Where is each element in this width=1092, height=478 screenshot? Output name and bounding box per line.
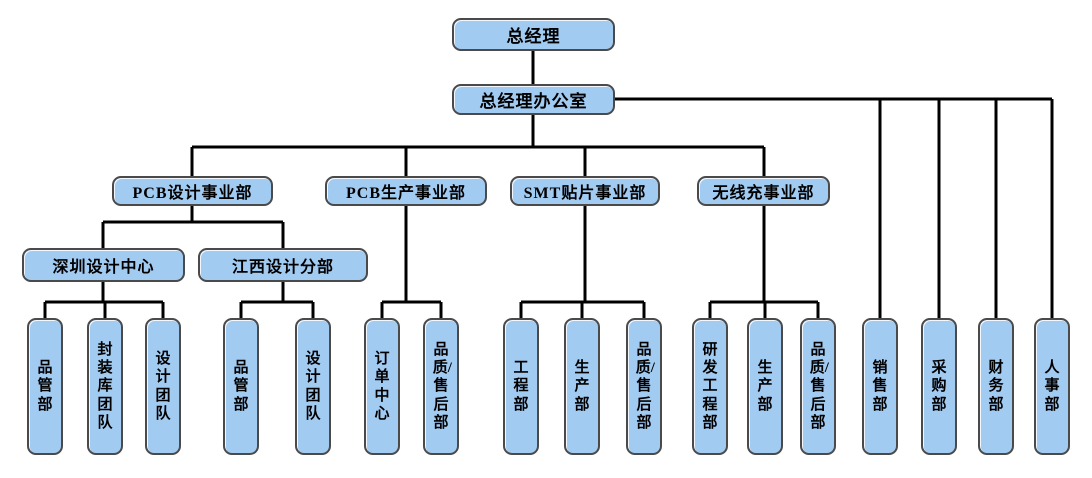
node-finance-dept: 财务部 <box>978 318 1014 455</box>
node-label: 品质/售后部 <box>635 341 655 431</box>
node-sz-quality-dept: 品管部 <box>27 318 63 455</box>
node-label: 品管部 <box>37 360 53 413</box>
node-label: 品管部 <box>233 360 249 413</box>
node-label: 品质/售后部 <box>809 341 829 431</box>
node-smt-production-dept: 生产部 <box>564 318 600 455</box>
node-jx-design-team: 设计团队 <box>295 318 331 455</box>
node-pcb-production-division: PCB生产事业部 <box>325 176 487 206</box>
node-label: 销售部 <box>872 360 888 413</box>
node-label: 财务部 <box>988 360 1004 413</box>
node-shenzhen-design-center: 深圳设计中心 <box>22 248 185 282</box>
node-label: 生产部 <box>574 360 590 413</box>
node-label: 封装库团队 <box>97 341 113 431</box>
node-label: 设计团队 <box>155 350 171 422</box>
node-wl-quality-aftersales-dept: 品质/售后部 <box>800 318 836 455</box>
node-purchasing-dept: 采购部 <box>921 318 957 455</box>
node-smt-quality-aftersales-dept: 品质/售后部 <box>626 318 662 455</box>
node-label: 工程部 <box>513 360 529 413</box>
node-label: 研发工程部 <box>702 341 718 431</box>
node-pcb-mfg-quality-aftersales-dept: 品质/售后部 <box>423 318 459 455</box>
node-wl-rd-engineering-dept: 研发工程部 <box>692 318 728 455</box>
node-sales-dept: 销售部 <box>862 318 898 455</box>
node-smt-division: SMT贴片事业部 <box>510 176 660 206</box>
node-sz-design-team: 设计团队 <box>145 318 181 455</box>
node-jx-quality-dept: 品管部 <box>223 318 259 455</box>
node-jiangxi-design-branch: 江西设计分部 <box>198 248 368 282</box>
node-sz-package-library-team: 封装库团队 <box>87 318 123 455</box>
node-label: 采购部 <box>931 360 947 413</box>
node-gm-office: 总经理办公室 <box>452 84 615 115</box>
node-general-manager: 总经理 <box>452 18 615 51</box>
node-label: 人事部 <box>1044 360 1060 413</box>
node-label: 品质/售后部 <box>432 341 452 431</box>
node-order-center: 订单中心 <box>364 318 400 455</box>
node-label: 设计团队 <box>305 350 321 422</box>
node-pcb-design-division: PCB设计事业部 <box>112 176 273 206</box>
node-label: 订单中心 <box>374 350 390 422</box>
node-wl-production-dept: 生产部 <box>747 318 783 455</box>
node-wireless-charging-division: 无线充事业部 <box>697 176 830 206</box>
node-smt-engineering-dept: 工程部 <box>503 318 539 455</box>
node-hr-dept: 人事部 <box>1034 318 1070 455</box>
node-label: 生产部 <box>757 360 773 413</box>
